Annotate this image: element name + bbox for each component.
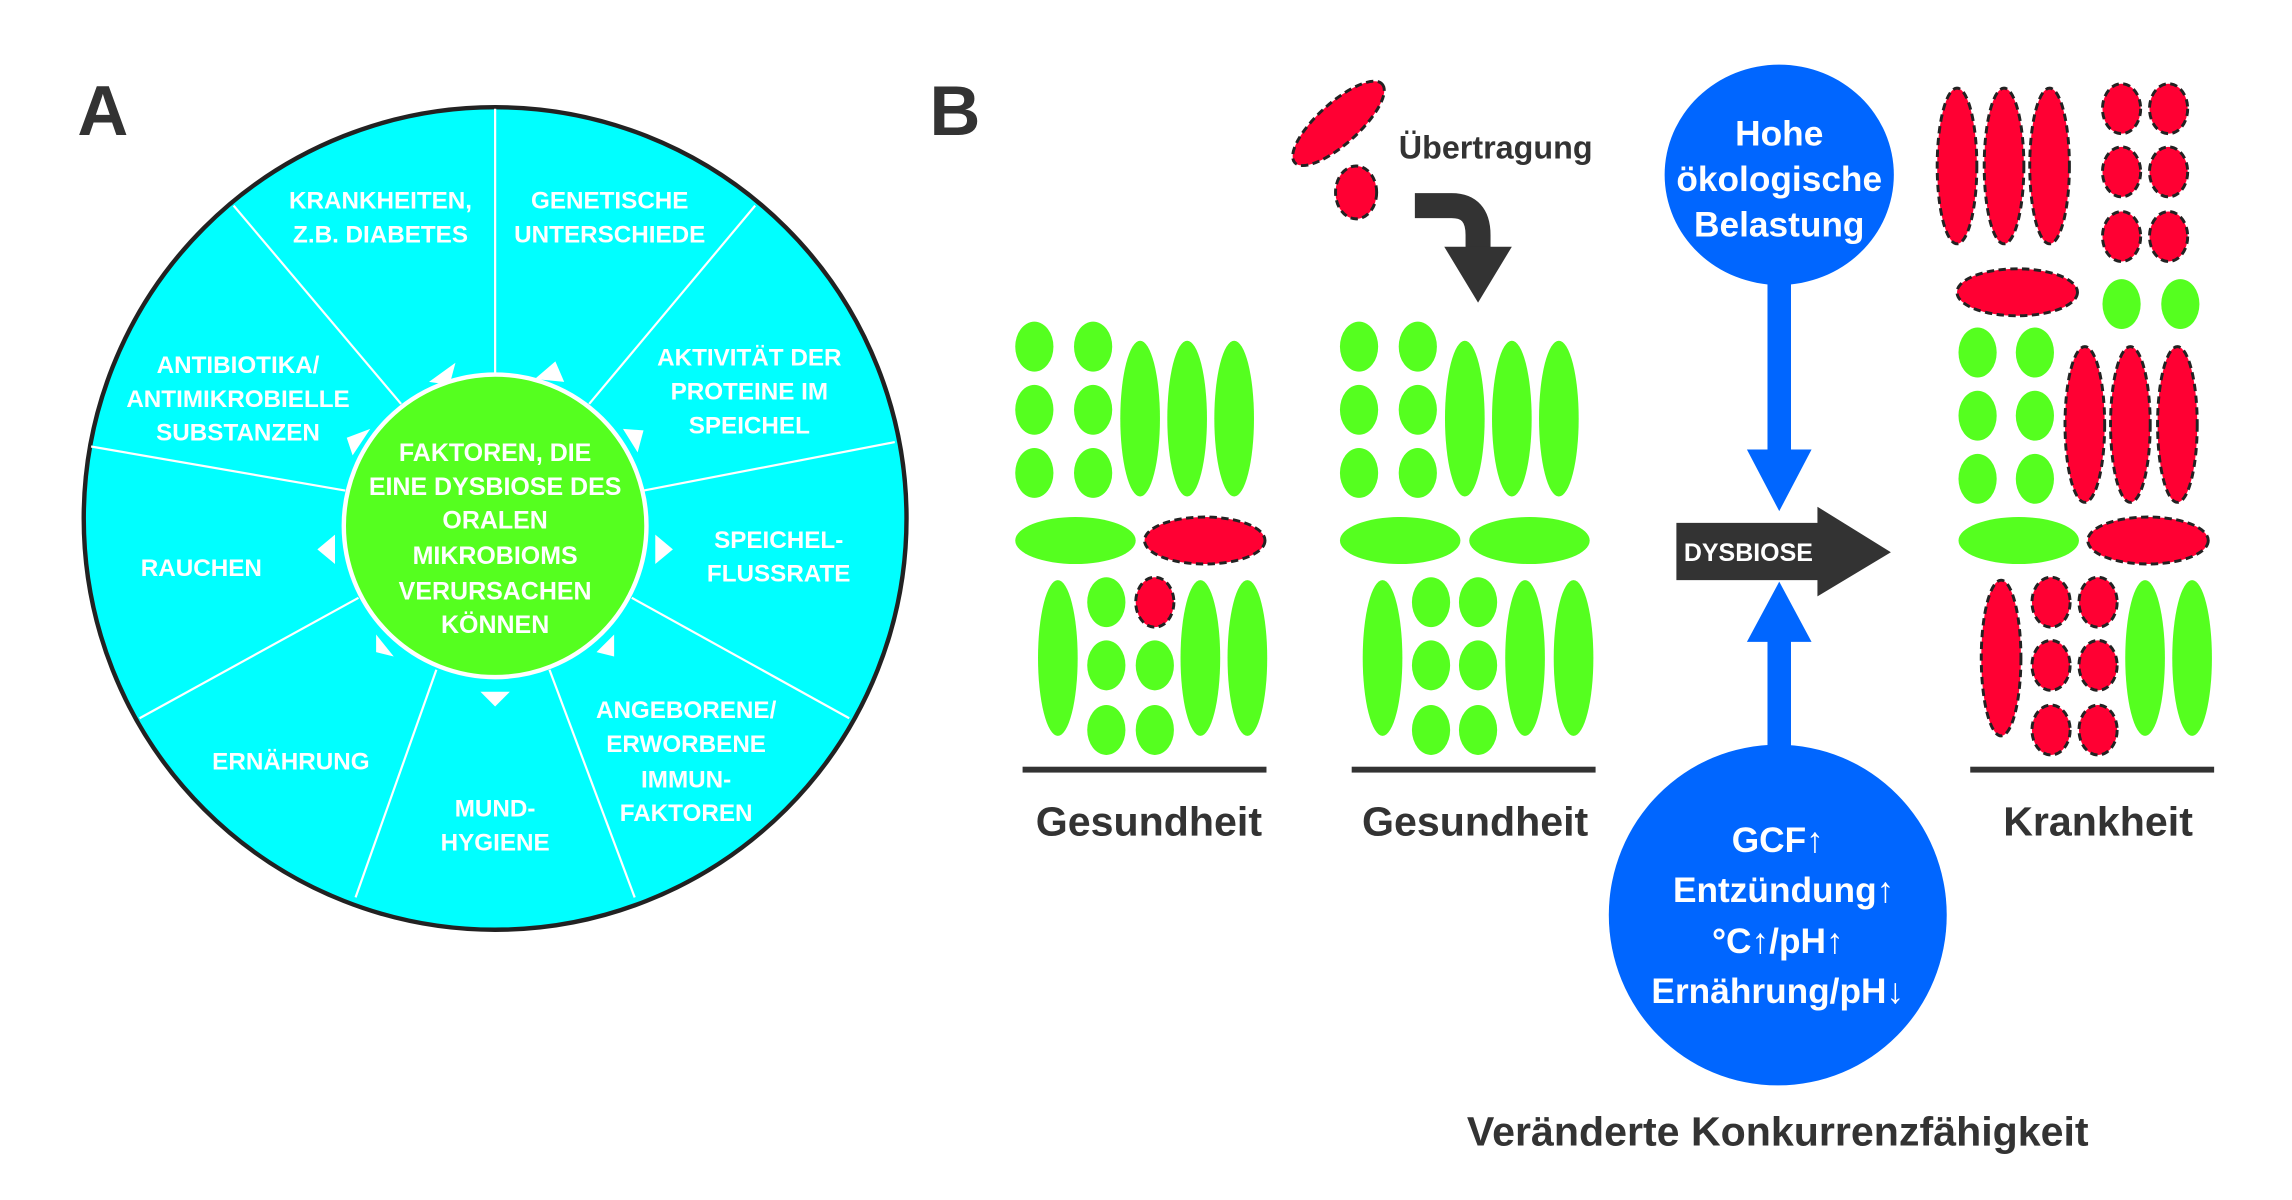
segment-mundhygiene: MUND- HYGIENE	[441, 796, 550, 857]
transmission-label: Übertragung	[1399, 130, 1593, 166]
svg-text:KÖNNEN: KÖNNEN	[441, 610, 549, 639]
svg-text:ORALEN: ORALEN	[442, 507, 547, 535]
svg-text:VERURSACHEN: VERURSACHEN	[399, 577, 592, 605]
wheel-dividers	[90, 108, 895, 898]
state-label-health-1: Gesundheit	[1036, 799, 1263, 845]
baseline	[1351, 766, 1596, 773]
svg-text:ökologische: ökologische	[1676, 160, 1882, 199]
pathogen-cell	[1134, 575, 1176, 629]
svg-text:PROTEINE IM: PROTEINE IM	[671, 379, 828, 406]
svg-text:RAUCHEN: RAUCHEN	[141, 555, 262, 582]
segment-antibiotika: ANTIBIOTIKA/ ANTIMIKROBIELLE SUBSTANZEN	[126, 352, 349, 447]
svg-text:FLUSSRATE: FLUSSRATE	[707, 561, 851, 588]
segment-immunfaktoren: ANGEBORENE/ ERWORBENE IMMUN- FAKTOREN	[596, 697, 777, 827]
svg-text:Z.B. DIABETES: Z.B. DIABETES	[293, 221, 468, 248]
svg-text:AKTIVITÄT DER: AKTIVITÄT DER	[657, 345, 841, 372]
up-arrow-icon	[1746, 581, 1812, 757]
panel-b-label: B	[930, 71, 981, 150]
svg-text:HYGIENE: HYGIENE	[441, 829, 550, 856]
svg-text:MIKROBIOMS: MIKROBIOMS	[413, 542, 578, 570]
caption: Veränderte Konkurrenzfähigkeit	[1467, 1109, 2089, 1155]
svg-text:MUND-: MUND-	[455, 796, 536, 823]
segment-speichelflussrate: SPEICHEL- FLUSSRATE	[707, 527, 851, 588]
svg-text:Entzündung↑: Entzündung↑	[1673, 871, 1894, 910]
svg-text:GENETISCHE: GENETISCHE	[531, 188, 688, 215]
dysbiose-arrow: DYSBIOSE	[1676, 506, 1891, 597]
center-circle	[341, 372, 649, 680]
svg-text:IMMUN-: IMMUN-	[641, 766, 731, 793]
state-label-health-2: Gesundheit	[1362, 799, 1589, 845]
wheel-arrowheads	[317, 361, 673, 707]
segment-krankheiten: KRANKHEITEN, Z.B. DIABETES	[289, 188, 472, 249]
svg-text:ERNÄHRUNG: ERNÄHRUNG	[212, 749, 369, 776]
svg-text:ANTIMIKROBIELLE: ANTIMIKROBIELLE	[126, 386, 349, 413]
segment-ernaehrung: ERNÄHRUNG	[212, 749, 369, 776]
svg-text:SPEICHEL: SPEICHEL	[689, 412, 810, 439]
segment-speichelproteine: AKTIVITÄT DER PROTEINE IM SPEICHEL	[657, 345, 841, 440]
state-label-disease: Krankheit	[2003, 799, 2193, 845]
center-text: FAKTOREN, DIE EINE DYSBIOSE DES ORALEN M…	[369, 439, 622, 639]
svg-text:FAKTOREN: FAKTOREN	[620, 800, 753, 827]
svg-text:Hohe: Hohe	[1735, 114, 1823, 153]
svg-text:ERWORBENE: ERWORBENE	[606, 731, 766, 758]
svg-text:ANTIBIOTIKA/: ANTIBIOTIKA/	[157, 352, 320, 379]
ecological-pressure: Hohe ökologische Belastung	[1664, 64, 1894, 285]
baseline	[1022, 766, 1267, 773]
svg-text:SPEICHEL-: SPEICHEL-	[714, 527, 843, 554]
svg-text:Ernährung/pH↓: Ernährung/pH↓	[1651, 972, 1904, 1011]
host-factors: GCF↑ Entzündung↑ °C↑/pH↑ Ernährung/pH↓	[1608, 744, 1947, 1086]
svg-text:ANGEBORENE/: ANGEBORENE/	[596, 697, 777, 724]
transmission-arrow-icon	[1414, 193, 1512, 303]
svg-text:°C↑/pH↑: °C↑/pH↑	[1712, 922, 1844, 961]
segment-genetische-unterschiede: GENETISCHE UNTERSCHIEDE	[514, 188, 705, 249]
svg-text:KRANKHEITEN,: KRANKHEITEN,	[289, 188, 472, 215]
svg-text:Belastung: Belastung	[1694, 205, 1864, 244]
svg-text:GCF↑: GCF↑	[1732, 821, 1824, 860]
svg-text:UNTERSCHIEDE: UNTERSCHIEDE	[514, 221, 705, 248]
panel-a-label: A	[77, 71, 128, 150]
svg-text:SUBSTANZEN: SUBSTANZEN	[156, 420, 320, 447]
pathogen-cell	[1143, 515, 1267, 566]
community-disease	[1935, 82, 2215, 773]
svg-text:EINE DYSBIOSE DES: EINE DYSBIOSE DES	[369, 473, 622, 501]
svg-text:FAKTOREN, DIE: FAKTOREN, DIE	[399, 439, 591, 467]
segment-rauchen: RAUCHEN	[141, 555, 262, 582]
community-healthy-2	[1339, 321, 1596, 773]
down-arrow-icon	[1746, 279, 1812, 512]
svg-text:DYSBIOSE: DYSBIOSE	[1684, 539, 1813, 567]
baseline	[1970, 766, 2215, 773]
community-healthy-1	[1015, 321, 1268, 773]
transmission-pathogens	[1291, 79, 1386, 221]
